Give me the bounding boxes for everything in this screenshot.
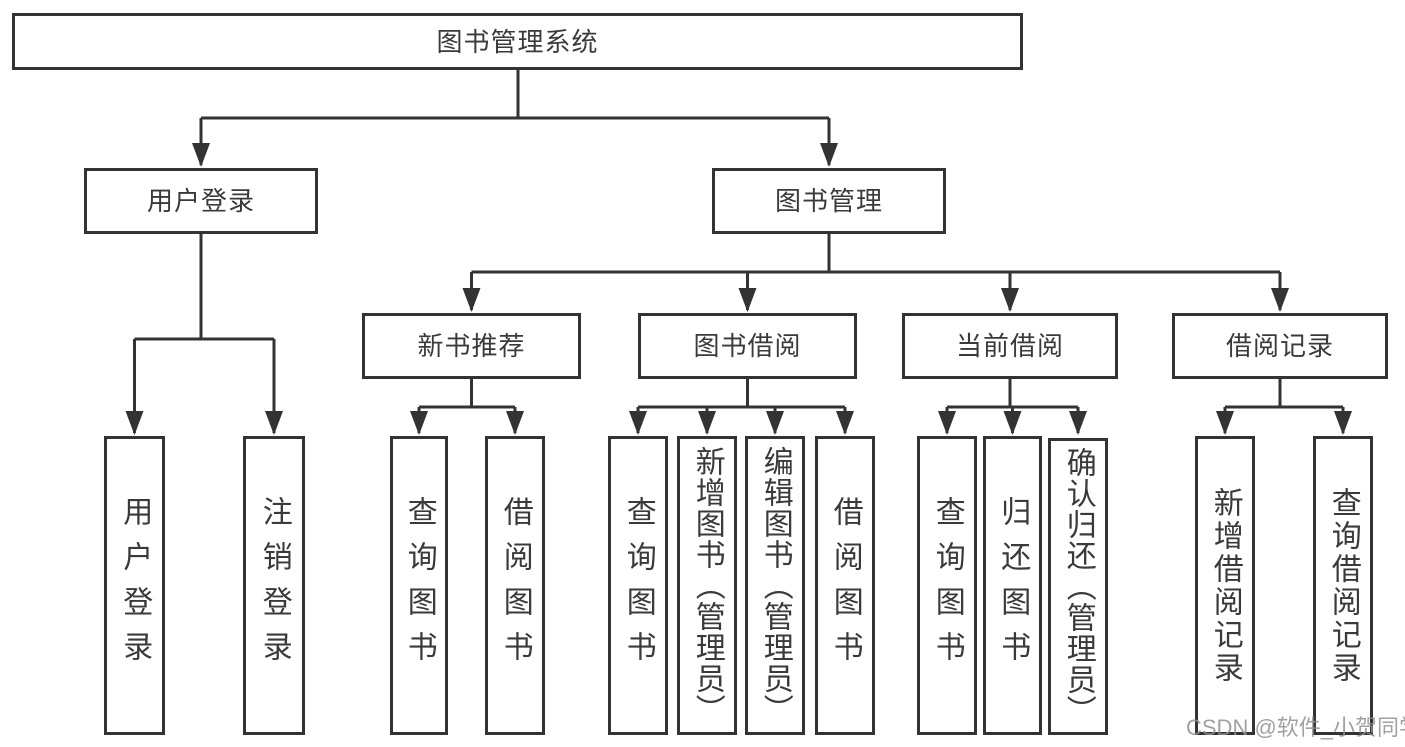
- leaf-query-books-current: 查询图书: [917, 436, 977, 735]
- node-current-borrowing-label: 当前借阅: [955, 331, 1064, 361]
- leaf-add-book-admin-label: 新增图书（管理员）: [690, 446, 724, 725]
- node-user-login-label: 用户登录: [146, 186, 255, 216]
- leaf-logout-label: 注销登录: [257, 495, 291, 676]
- node-current-borrowing: 当前借阅: [902, 313, 1118, 379]
- leaf-query-books-recommend: 查询图书: [390, 436, 448, 735]
- leaf-confirm-return-admin-label: 确认归还（管理员）: [1061, 447, 1095, 726]
- node-book-borrowing: 图书借阅: [638, 313, 857, 379]
- node-borrowing-records: 借阅记录: [1172, 313, 1388, 379]
- leaf-query-books-borrowing-label: 查询图书: [621, 495, 655, 676]
- leaf-edit-book-admin: 编辑图书（管理员）: [745, 436, 805, 735]
- node-book-management-label: 图书管理: [774, 186, 883, 216]
- leaf-query-borrow-record-label: 查询借阅记录: [1326, 486, 1360, 685]
- leaf-add-borrow-record: 新增借阅记录: [1195, 436, 1255, 735]
- leaf-borrow-books-recommend-label: 借阅图书: [498, 495, 532, 676]
- node-new-book-recommend: 新书推荐: [362, 313, 581, 379]
- leaf-borrow-books-recommend: 借阅图书: [485, 436, 545, 735]
- leaf-query-books-borrowing: 查询图书: [608, 436, 668, 735]
- leaf-return-books: 归还图书: [983, 436, 1042, 735]
- leaf-query-books-recommend-label: 查询图书: [402, 495, 436, 676]
- node-book-management: 图书管理: [712, 168, 946, 234]
- leaf-add-book-admin: 新增图书（管理员）: [677, 436, 737, 735]
- node-new-book-recommend-label: 新书推荐: [417, 331, 526, 361]
- leaf-confirm-return-admin: 确认归还（管理员）: [1048, 438, 1108, 735]
- leaf-user-login-label: 用户登录: [118, 495, 152, 676]
- node-borrowing-records-label: 借阅记录: [1225, 331, 1334, 361]
- node-user-login: 用户登录: [84, 168, 318, 234]
- leaf-borrow-books-borrowing: 借阅图书: [815, 436, 875, 735]
- csdn-watermark: CSDN @软件_小贺同学: [1186, 715, 1405, 740]
- leaf-return-books-label: 归还图书: [996, 495, 1030, 676]
- node-library-system-label: 图书管理系统: [436, 26, 599, 57]
- leaf-logout: 注销登录: [243, 436, 305, 735]
- leaf-user-login: 用户登录: [104, 436, 165, 735]
- leaf-query-borrow-record: 查询借阅记录: [1313, 436, 1373, 735]
- leaf-borrow-books-borrowing-label: 借阅图书: [828, 495, 862, 676]
- node-library-system: 图书管理系统: [12, 13, 1023, 70]
- leaf-add-borrow-record-label: 新增借阅记录: [1208, 486, 1242, 685]
- node-book-borrowing-label: 图书借阅: [693, 331, 802, 361]
- leaf-query-books-current-label: 查询图书: [930, 495, 964, 676]
- leaf-edit-book-admin-label: 编辑图书（管理员）: [758, 446, 792, 725]
